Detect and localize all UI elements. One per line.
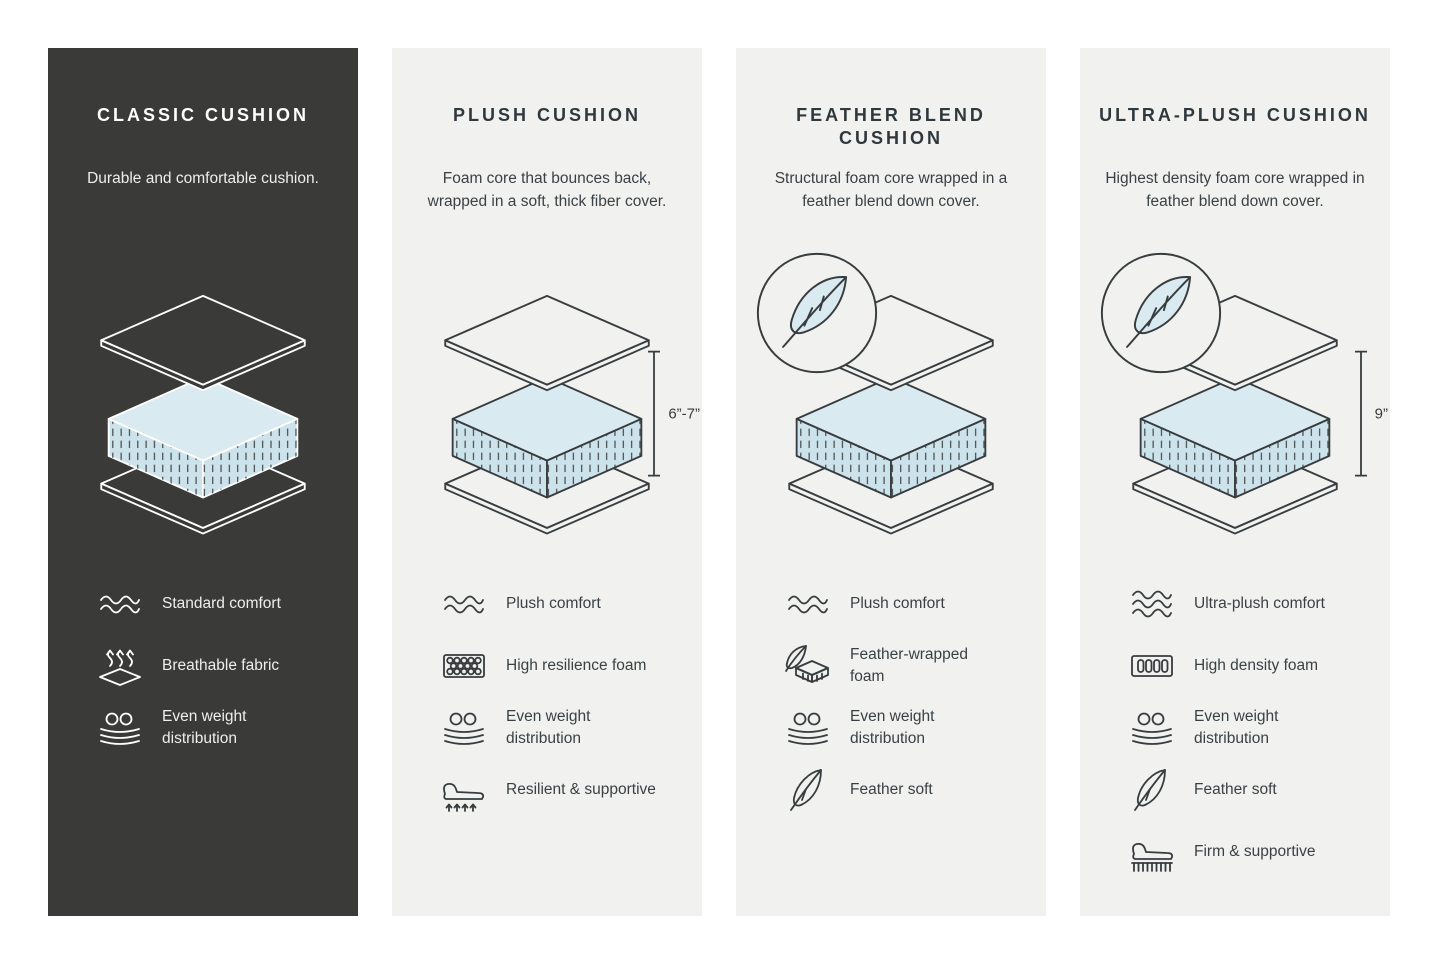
feather-badge-icon (754, 250, 880, 381)
height-measurement: 9” (1354, 350, 1388, 478)
breathable-fabric-icon (94, 646, 146, 686)
diagram-area (48, 270, 358, 570)
layered-cushion-diagram (92, 294, 314, 545)
feature-label: Standard comfort (162, 595, 281, 613)
feature-label: Feather-wrapped foam (850, 646, 969, 685)
feature-list: Standard comfort Breathable fabric (48, 578, 358, 754)
feature-label: High density foam (1194, 657, 1319, 675)
panel-description: Highest density foam core wrapped in fea… (1105, 170, 1365, 210)
diagram-area: 6”-7” (392, 270, 702, 570)
feature-label: Ultra-plush comfort (1194, 595, 1325, 613)
waves-3-icon (1126, 584, 1178, 624)
feature-label: Firm & supportive (1194, 843, 1316, 861)
feature-row: Feather-wrapped foam (782, 640, 1046, 692)
feature-label: Even weight distribution (162, 708, 247, 747)
weight-distribution-icon (94, 708, 146, 748)
feather-wrapped-foam-icon (782, 644, 834, 688)
feature-label: Breathable fabric (162, 657, 280, 675)
feature-list: Plush comfort Feather-wrapped foam (736, 578, 1046, 816)
density-foam-icon (1126, 646, 1178, 686)
measurement-label: 6”-7” (668, 405, 700, 423)
height-measurement: 6”-7” (647, 350, 700, 478)
feature-row: Standard comfort (94, 578, 358, 630)
panel-ultra-plush-cushion: ULTRA-PLUSH CUSHION Highest density foam… (1080, 48, 1390, 916)
feature-row: Plush comfort (782, 578, 1046, 630)
panel-description: Foam core that bounces back, wrapped in … (427, 170, 667, 210)
feature-row: High resilience foam (438, 640, 702, 692)
resilience-foam-icon (438, 646, 490, 686)
measure-line-icon (648, 350, 661, 477)
feature-label: Plush comfort (506, 595, 601, 613)
waves-icon (438, 584, 490, 624)
feather-icon (1126, 767, 1178, 813)
feature-row: Even weight distribution (94, 702, 358, 754)
diagram-area (736, 253, 1046, 570)
feature-row: Even weight distribution (782, 702, 1046, 754)
feature-label: Even weight distribution (1194, 708, 1279, 747)
feature-label: High resilience foam (506, 657, 647, 675)
feature-row: Firm & supportive (1126, 826, 1390, 878)
firm-supportive-icon (1126, 829, 1178, 875)
feature-row: Breathable fabric (94, 640, 358, 692)
weight-distribution-icon (438, 708, 490, 748)
waves-icon (94, 584, 146, 624)
cushion-comparison-infographic: CLASSIC CUSHION Durable and comfortable … (48, 48, 1390, 916)
resilient-supportive-icon (438, 767, 490, 813)
panel-title: CLASSIC CUSHION (96, 105, 309, 125)
feature-row: High density foam (1126, 640, 1390, 692)
weight-distribution-icon (1126, 708, 1178, 748)
feature-row: Even weight distribution (438, 702, 702, 754)
layered-cushion-diagram (1100, 253, 1346, 545)
feature-row: Resilient & supportive (438, 764, 702, 816)
panel-title: PLUSH CUSHION (452, 105, 641, 125)
panel-title: FEATHER BLEND CUSHION (796, 105, 986, 149)
measurement-label: 9” (1374, 405, 1388, 423)
panel-feather-blend-cushion: FEATHER BLEND CUSHION Structural foam co… (736, 48, 1046, 916)
feature-list: Plush comfort High resilience foam (392, 578, 702, 816)
feature-row: Even weight distribution (1126, 702, 1390, 754)
feature-row: Feather soft (782, 764, 1046, 816)
feature-row: Ultra-plush comfort (1126, 578, 1390, 630)
cushion-layers-icon (100, 295, 306, 535)
measure-line-icon (1354, 350, 1367, 477)
panel-plush-cushion: PLUSH CUSHION Foam core that bounces bac… (392, 48, 702, 916)
feature-label: Even weight distribution (850, 708, 935, 747)
feather-icon (782, 767, 834, 813)
feature-list: Ultra-plush comfort High density foam (1080, 578, 1390, 878)
feature-label: Feather soft (1194, 781, 1277, 799)
layered-cushion-diagram (436, 294, 658, 545)
layered-cushion-diagram (756, 253, 1002, 545)
feature-label: Feather soft (850, 781, 933, 799)
feature-label: Resilient & supportive (506, 781, 656, 799)
panel-classic-cushion: CLASSIC CUSHION Durable and comfortable … (48, 48, 358, 916)
feature-row: Feather soft (1126, 764, 1390, 816)
panel-title: ULTRA-PLUSH CUSHION (1099, 105, 1371, 125)
waves-icon (782, 584, 834, 624)
feather-badge-icon (1098, 250, 1224, 381)
diagram-area: 9” (1080, 253, 1390, 570)
feature-row: Plush comfort (438, 578, 702, 630)
cushion-layers-icon (444, 295, 650, 535)
panel-description: Structural foam core wrapped in a feathe… (774, 170, 1008, 210)
panel-description: Durable and comfortable cushion. (87, 170, 319, 187)
feature-label: Even weight distribution (506, 708, 591, 747)
weight-distribution-icon (782, 708, 834, 748)
feature-label: Plush comfort (850, 595, 945, 613)
